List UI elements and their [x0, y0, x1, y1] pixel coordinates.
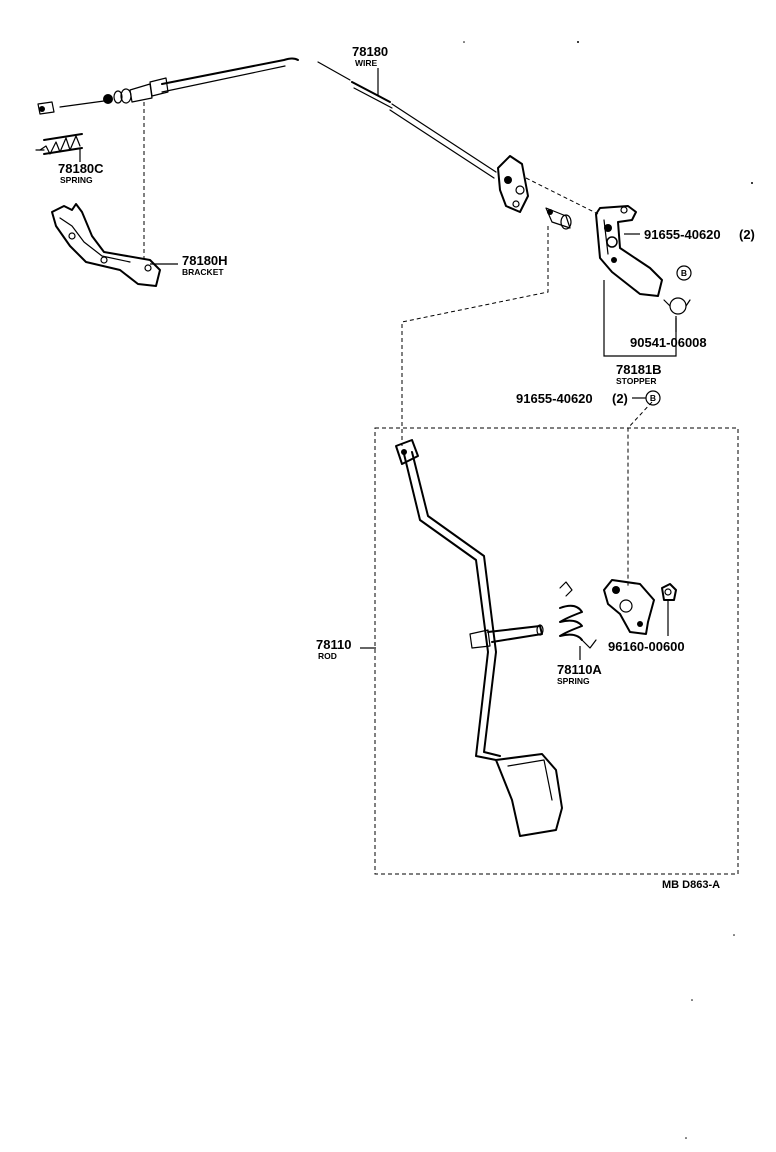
- clip-lower-part-number: 91655-40620: [516, 391, 593, 406]
- spring-a-part-number: 78110A: [557, 662, 602, 677]
- bolt-90541-shape: [663, 297, 691, 315]
- bolt-part-number: 90541-06008: [630, 335, 707, 350]
- clip-lower-symbol-text: B: [650, 393, 656, 403]
- wire-78180-shape: [317, 61, 572, 230]
- bracket-78180h-shape: [51, 203, 161, 287]
- spring-a-part-name: SPRING: [557, 676, 590, 686]
- clip-lower-qty: (2): [612, 391, 628, 406]
- spring-c-part-number: 78180C: [58, 161, 104, 176]
- wire-part-number: 78180: [352, 44, 388, 59]
- spring-c-part-name: SPRING: [60, 175, 93, 185]
- stopper-78181b-shape: [595, 205, 663, 297]
- wire-cable-end: [37, 57, 299, 115]
- nut-part-number: 96160-00600: [608, 639, 685, 654]
- pedal-assembly-box: [374, 427, 739, 875]
- scan-specks: [463, 41, 753, 1139]
- clip-upper-part-number: 91655-40620: [644, 227, 721, 242]
- diagram-code: MB D863-A: [662, 879, 720, 891]
- stopper-leader-line: [603, 280, 677, 357]
- bracket-part-name: BRACKET: [182, 267, 224, 277]
- rod-part-number: 78110: [316, 637, 351, 652]
- bracket-part-number: 78180H: [182, 253, 228, 268]
- rod-part-name: ROD: [318, 651, 337, 661]
- spring-78180c-shape: [35, 133, 83, 155]
- pedal-bracket-shape: [603, 579, 655, 635]
- clip-upper-symbol: B: [676, 265, 692, 281]
- nut-96160-shape: [661, 583, 677, 601]
- wire-part-name: WIRE: [355, 58, 378, 68]
- clip-upper-symbol-text: B: [681, 268, 687, 278]
- stopper-part-name: STOPPER: [616, 376, 656, 386]
- clip-upper-qty: (2): [739, 227, 755, 242]
- pin-rod-dashed-line: [401, 226, 549, 446]
- rod-78110-shape: [395, 439, 563, 837]
- spring-78110a-shape: [559, 581, 597, 649]
- stopper-part-number: 78181B: [616, 362, 662, 377]
- clip-lower-symbol: B: [645, 390, 661, 406]
- clip-lower-dashed-line: [627, 401, 653, 586]
- wire-stopper-dashed-line: [525, 177, 599, 215]
